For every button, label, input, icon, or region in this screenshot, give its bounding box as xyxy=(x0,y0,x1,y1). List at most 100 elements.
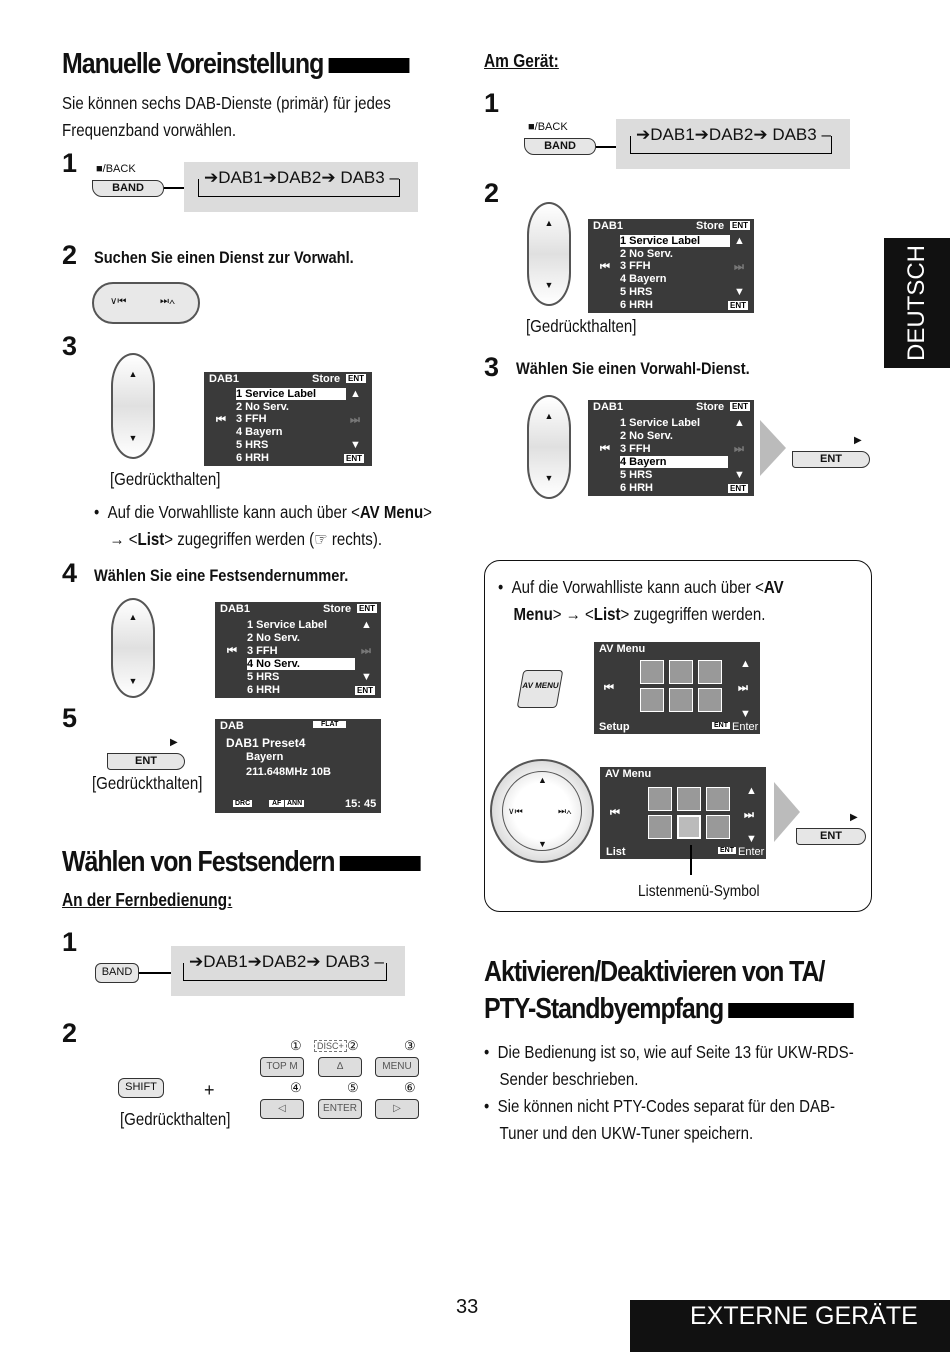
down-arrow-icon: ▼ xyxy=(128,433,138,443)
bullet-text: Sender beschrieben. xyxy=(499,1069,639,1089)
info-box-text: • Auf die Vorwahlliste kann auch über <A… xyxy=(498,577,784,624)
lcd-row: 2 No Serv. xyxy=(247,632,300,644)
scroll-up-icon: ▲ xyxy=(350,388,361,400)
lcd-store: Store xyxy=(323,603,352,615)
av-menu-title: AV Menu xyxy=(605,768,652,780)
next-icon: ⏭ xyxy=(744,809,754,821)
scroll-down-icon: ▼ xyxy=(350,439,361,451)
band-chain: ➔DAB1➔DAB2➔ DAB3 – xyxy=(189,952,384,972)
band-button-label: BAND xyxy=(101,966,133,978)
disc-icon[interactable] xyxy=(706,787,730,811)
av-menu-button-label: AV MENU xyxy=(521,681,560,690)
rotary-control[interactable]: ▲ ▼ ∨⏮ ⏭∧ xyxy=(490,759,594,863)
lcd-preset-display: DAB FLAT DAB1 Preset4 Bayern 211.648MHz … xyxy=(215,719,381,813)
bullet-text: Auf die Vorwahlliste kann auch über < xyxy=(511,577,764,597)
step-number: 4 xyxy=(62,558,78,588)
plus-sign: + xyxy=(204,1080,215,1100)
section-title-text: Manuelle Voreinstellung xyxy=(62,48,324,80)
key-menu[interactable]: MENU xyxy=(375,1057,419,1077)
lcd-time: 15: 45 xyxy=(345,798,377,810)
back-label: ■/BACK xyxy=(96,163,136,175)
seek-buttons[interactable]: ∨⏮ ⏭∧ xyxy=(92,282,200,324)
section-title-manual-preset: Manuelle Voreinstellung xyxy=(62,48,410,81)
key-number: ① xyxy=(290,1038,302,1053)
prev-icon: ⏮ xyxy=(600,261,610,273)
key-enter[interactable]: ENTER xyxy=(318,1099,362,1119)
key-left[interactable]: ◁ xyxy=(260,1099,304,1119)
bullet-text: > zugegriffen werden. xyxy=(620,604,766,624)
remote-band-button[interactable]: BAND xyxy=(95,963,139,983)
lcd-row: 4 No Serv. xyxy=(247,658,355,670)
chain-dab3: DAB3 xyxy=(340,168,385,187)
control-dial[interactable]: ▲▼ xyxy=(111,353,155,459)
control-dial[interactable]: ▲▼ xyxy=(111,598,155,698)
equalizer-icon[interactable] xyxy=(669,660,693,684)
scroll-down-icon: ▼ xyxy=(734,469,745,481)
lcd-preset-line: DAB1 Preset4 xyxy=(226,736,306,750)
lcd-ent: ENT xyxy=(357,604,377,613)
lcd-ent: ENT xyxy=(728,484,748,493)
list-icon[interactable] xyxy=(677,815,701,839)
band-button[interactable]: BAND xyxy=(92,180,164,197)
lcd-ent: ENT xyxy=(344,454,364,463)
band-button-label: BAND xyxy=(112,182,144,194)
bluetooth-icon[interactable] xyxy=(706,815,730,839)
lcd-row: 3 FFH xyxy=(620,260,651,272)
lcd-row: 1 Service Label xyxy=(247,619,328,631)
ent-button[interactable]: ENT xyxy=(796,828,866,845)
step2-text: Suchen Sie einen Dienst zur Vorwahl. xyxy=(94,248,354,267)
key-top-m[interactable]: TOP M xyxy=(260,1057,304,1077)
clock-icon[interactable] xyxy=(640,688,664,712)
lcd-ent: ENT xyxy=(355,686,375,695)
step-number: 2 xyxy=(62,1018,78,1048)
key-number: ⑤ xyxy=(347,1080,359,1095)
disc-icon[interactable] xyxy=(698,660,722,684)
scroll-up-icon: ▲ xyxy=(734,235,745,247)
av-menu-button[interactable]: AV MENU xyxy=(516,670,564,708)
list-icon[interactable] xyxy=(669,688,693,712)
enter-label: Enter xyxy=(738,846,765,858)
lcd-ent: ENT xyxy=(730,402,750,411)
band-button[interactable]: BAND xyxy=(524,138,596,155)
control-dial[interactable]: ▲▼ xyxy=(527,395,571,499)
lcd-row: 4 Bayern xyxy=(620,273,667,285)
settings-gear-icon[interactable] xyxy=(640,660,664,684)
chain-loop xyxy=(630,136,832,154)
key-up[interactable]: ∆ xyxy=(318,1057,362,1077)
next-icon: ⏭ xyxy=(350,414,360,426)
settings-gear-icon[interactable] xyxy=(648,787,672,811)
key-number: ② xyxy=(347,1038,359,1053)
chain-dab1: DAB1 xyxy=(203,952,248,971)
lcd-dab: DAB xyxy=(220,720,244,732)
bullet-text: Auf die Vorwahlliste kann auch über < xyxy=(107,502,360,522)
band-chain-box: ➔DAB1➔DAB2➔ DAB3 – xyxy=(616,119,850,169)
ent-button[interactable]: ENT xyxy=(792,451,870,468)
chain-dab2: DAB2 xyxy=(708,125,754,144)
key-right[interactable]: ▷ xyxy=(375,1099,419,1119)
shift-button[interactable]: SHIFT xyxy=(118,1078,164,1098)
ent-button[interactable]: ENT xyxy=(107,753,185,770)
lcd-preset-list: DAB1 Store ENT 1 Service Label 2 No Serv… xyxy=(588,400,754,496)
section-title-select-preset: Wählen von Festsendern xyxy=(62,846,421,879)
lcd-row: 5 HRS xyxy=(236,439,269,451)
down-arrow-icon: ▼ xyxy=(538,839,547,849)
lcd-title: DAB1 xyxy=(593,401,623,413)
equalizer-icon[interactable] xyxy=(677,787,701,811)
clock-icon[interactable] xyxy=(648,815,672,839)
device-subtitle: Am Gerät: xyxy=(484,51,559,71)
next-icon: ⏭ xyxy=(734,261,744,273)
control-dial[interactable]: ▲▼ xyxy=(527,202,571,306)
lcd-row: 2 No Serv. xyxy=(620,248,673,260)
hold-label: [Gedrückthalten] xyxy=(526,316,637,336)
lcd-row: 3 FFH xyxy=(620,443,651,455)
lcd-row: 2 No Serv. xyxy=(236,401,289,413)
connector-line xyxy=(139,972,171,974)
scroll-up-icon: ▲ xyxy=(746,785,757,797)
callout-line xyxy=(690,845,692,875)
lcd-store: Store xyxy=(696,220,725,232)
next-icon: ⏭ xyxy=(738,682,748,694)
bluetooth-icon[interactable] xyxy=(698,688,722,712)
next-icon: ⏭ xyxy=(361,645,371,657)
up-arrow-icon: ▲ xyxy=(128,369,138,379)
key-number: ⑥ xyxy=(404,1080,416,1095)
